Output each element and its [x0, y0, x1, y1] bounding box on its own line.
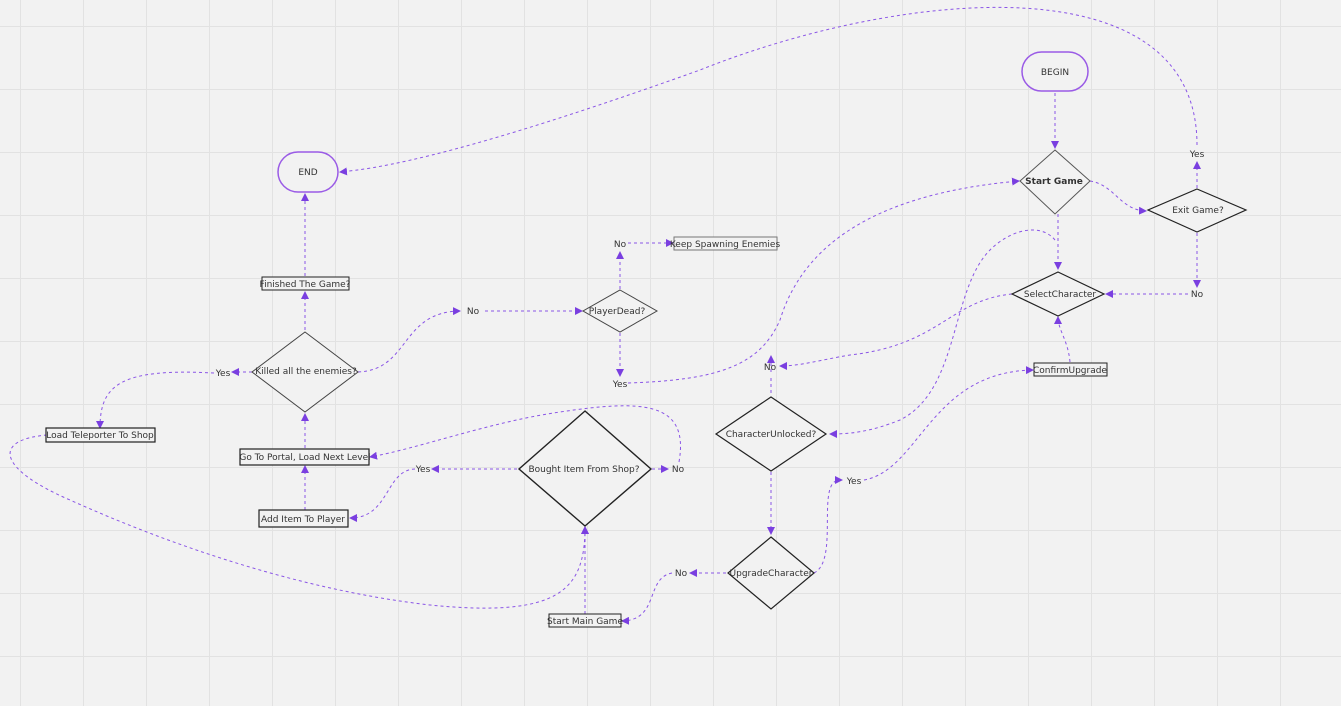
go-to-portal-box[interactable]: Go To Portal, Load Next Level	[239, 448, 371, 466]
edge-label-killed-no: No	[467, 307, 480, 317]
load-teleporter-shape	[45, 427, 156, 443]
connector-exit-yes-to-end	[339, 6, 1198, 176]
connector-select-character-to-unlocked-no	[779, 293, 1013, 370]
end-label: END	[298, 168, 317, 178]
end-terminal[interactable]: END	[277, 151, 339, 193]
connector-confirm-upgrade-to-select-character	[1054, 316, 1071, 363]
keep-spawning-shape	[673, 236, 778, 251]
exit-game-label: Exit Game?	[1172, 206, 1224, 216]
load-teleporter-label: Load Teleporter To Shop	[46, 431, 154, 441]
connector-start-game-to-exit-game	[1089, 180, 1147, 215]
begin-label: BEGIN	[1041, 68, 1069, 78]
edge-label-exit-yes: Yes	[1189, 150, 1205, 160]
character-unlocked-decision[interactable]: CharacterUnlocked?	[714, 396, 828, 472]
exit-game-shape	[1146, 188, 1248, 233]
killed-enemies-decision[interactable]: Killed all the enemies?	[251, 331, 359, 413]
edge-label-dead-yes: Yes	[612, 380, 628, 390]
go-to-portal-label: Go To Portal, Load Next Level	[239, 453, 370, 463]
edge-label-bought-no: No	[672, 465, 685, 475]
start-game-decision[interactable]: Start Game	[1019, 149, 1091, 215]
edge-label-killed-yes: Yes	[215, 369, 231, 379]
edge-label-upgrade-no: No	[675, 569, 688, 579]
edge-label-dead-no: No	[614, 240, 627, 250]
confirm-upgrade-label: ConfirmUpgrade	[1033, 366, 1107, 376]
finished-game-shape	[261, 276, 350, 291]
edge-label-upgrade-yes: Yes	[846, 477, 862, 487]
start-main-game-shape	[548, 613, 622, 628]
connector-bought-yes-to-add-item	[349, 468, 416, 522]
bought-item-decision[interactable]: Bought Item From Shop?	[517, 410, 653, 527]
bought-item-label: Bought Item From Shop?	[528, 465, 639, 475]
player-dead-label: PlayerDead?	[589, 307, 646, 317]
character-unlocked-label: CharacterUnlocked?	[726, 430, 817, 440]
add-item-box[interactable]: Add Item To Player	[258, 509, 349, 528]
edge-label-bought-yes: Yes	[415, 465, 431, 475]
begin-terminal[interactable]: BEGIN	[1021, 51, 1089, 92]
exit-game-decision[interactable]: Exit Game?	[1146, 188, 1248, 233]
upgrade-character-shape	[727, 536, 815, 610]
add-item-label: Add Item To Player	[261, 515, 345, 525]
start-main-game-box[interactable]: Start Main Game	[547, 613, 623, 628]
connector-dead-yes-to-start-game	[627, 177, 1020, 384]
edge-labels: Yes No No Yes No Yes No Yes No No Yes	[215, 150, 1205, 579]
connector-killed-yes-to-load-teleporter	[96, 371, 215, 429]
keep-spawning-label: Keep Spawning Enemies	[670, 240, 781, 250]
connector-upgrade-yes-to-confirm-upgrade	[863, 366, 1034, 481]
upgrade-character-decision[interactable]: UpgradeCharacter	[727, 536, 815, 610]
begin-terminal-shape	[1021, 51, 1089, 92]
confirm-upgrade-shape	[1033, 362, 1108, 377]
connector-upgrade-no-to-start-main-game	[621, 572, 673, 625]
edge-label-exit-no: No	[1191, 290, 1204, 300]
connector-upgrade-character-to-yes	[813, 476, 843, 574]
start-main-game-label: Start Main Game	[547, 617, 623, 627]
add-item-shape	[258, 509, 349, 528]
select-character-shape	[1010, 271, 1106, 317]
connector-killed-enemies-to-no	[357, 307, 461, 373]
connector-select-character-back-to-unlocked	[829, 229, 1056, 438]
end-terminal-shape	[277, 151, 339, 193]
go-to-portal-shape	[239, 448, 370, 466]
connectors	[9, 6, 1201, 625]
player-dead-decision[interactable]: PlayerDead?	[581, 289, 659, 333]
connector-load-teleporter-to-bought-item	[9, 434, 589, 609]
load-teleporter-box[interactable]: Load Teleporter To Shop	[45, 427, 156, 443]
start-game-shape	[1019, 149, 1091, 215]
keep-spawning-box[interactable]: Keep Spawning Enemies	[670, 236, 781, 251]
finished-game-label: Finished The Game?	[260, 280, 351, 290]
confirm-upgrade-box[interactable]: ConfirmUpgrade	[1033, 362, 1108, 377]
character-unlocked-shape	[714, 396, 828, 472]
start-game-label: Start Game	[1025, 177, 1083, 187]
killed-enemies-label: Killed all the enemies?	[255, 367, 357, 377]
edge-label-unlocked-no: No	[764, 363, 777, 373]
select-character-decision[interactable]: SelectCharacter	[1010, 271, 1106, 317]
upgrade-character-label: UpgradeCharacter	[730, 569, 813, 579]
player-dead-shape	[581, 289, 659, 333]
finished-game-box[interactable]: Finished The Game?	[260, 276, 351, 291]
select-character-label: SelectCharacter	[1024, 290, 1096, 300]
killed-enemies-shape	[251, 331, 359, 413]
bought-item-shape	[517, 410, 653, 527]
connector-bought-no-to-go-to-portal	[369, 405, 681, 463]
